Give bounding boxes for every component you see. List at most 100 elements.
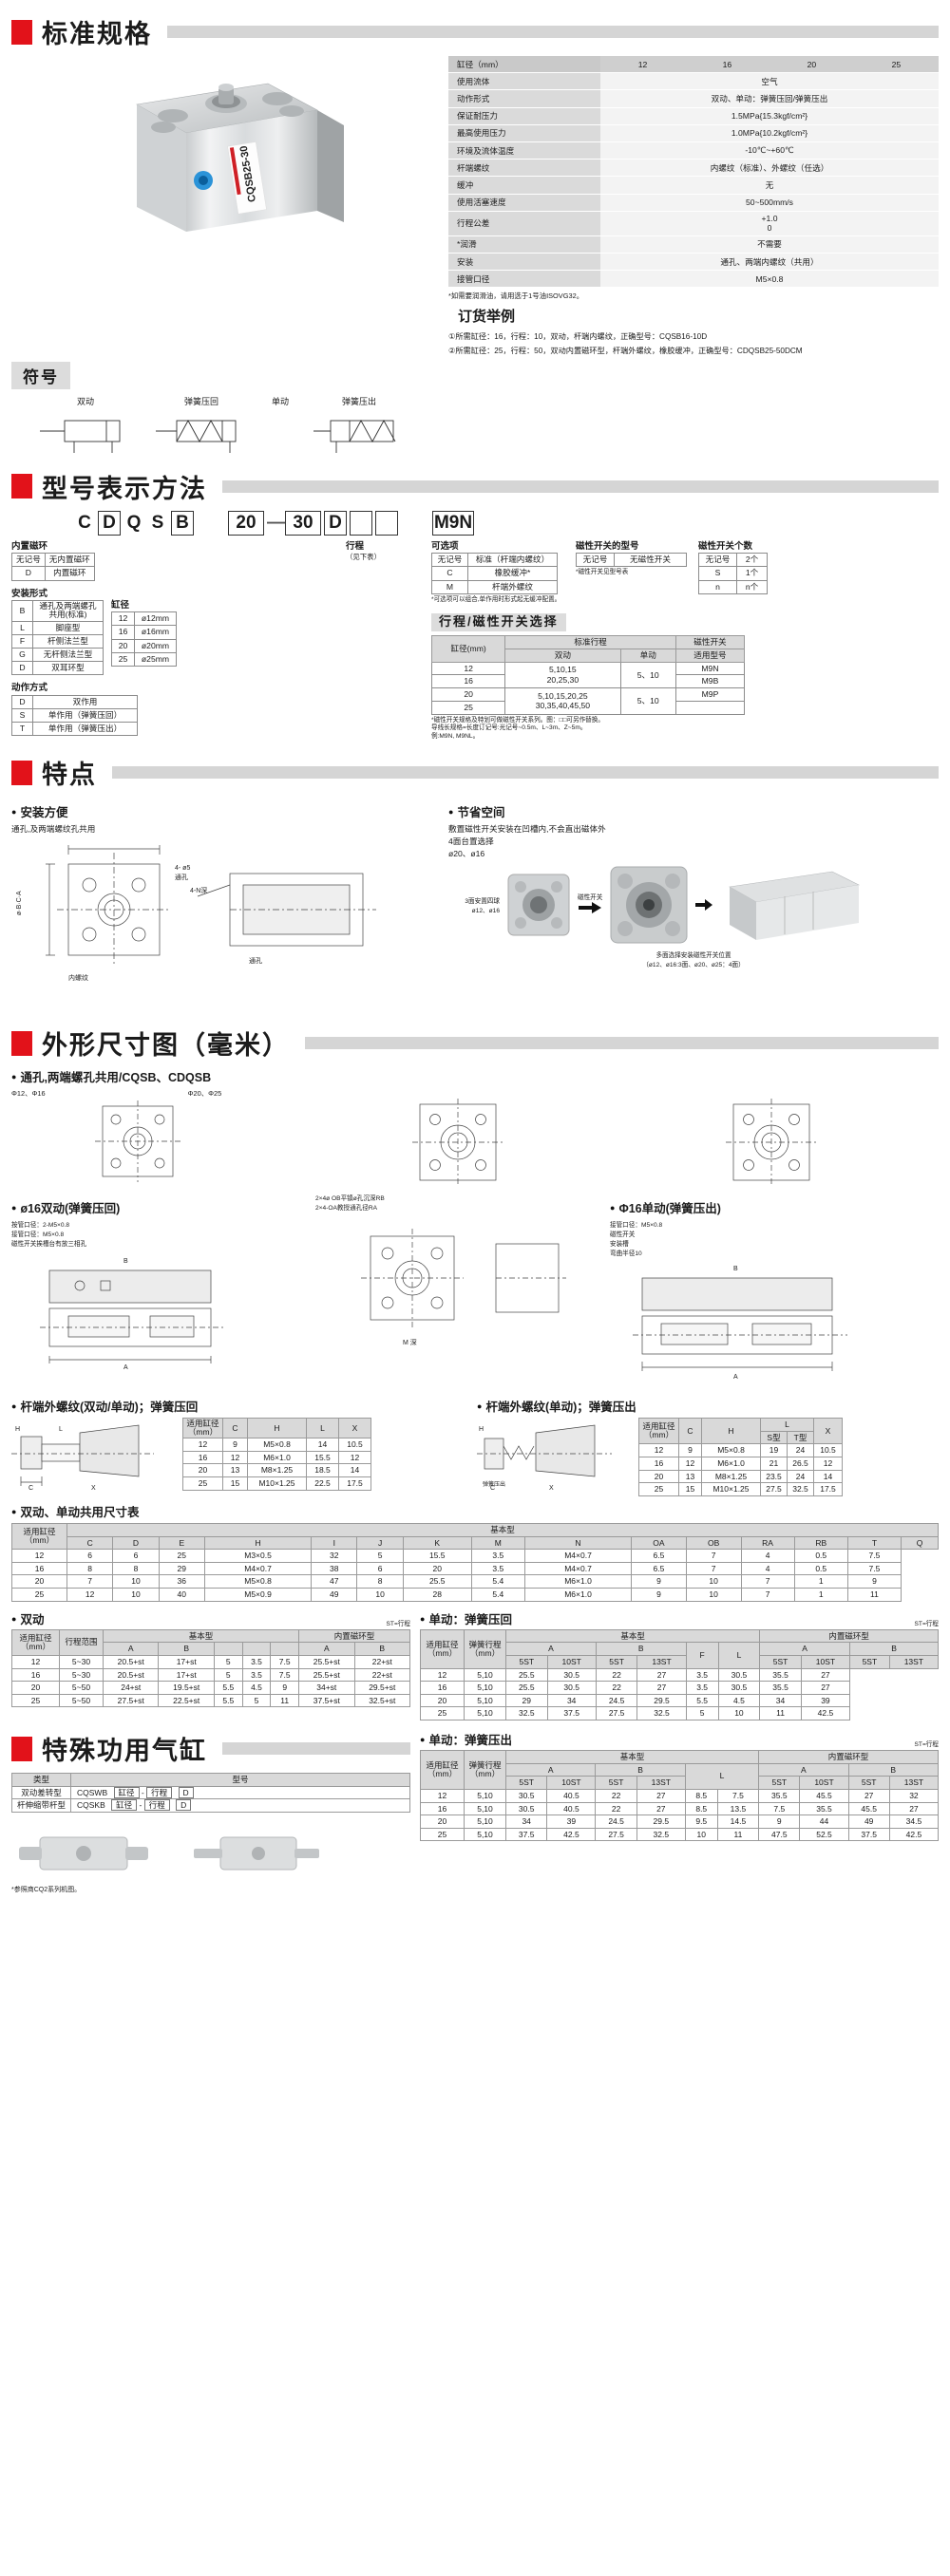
symbols-list: 双动 弹簧压回 xyxy=(11,395,939,455)
panel-b-drawing: A B xyxy=(40,1258,226,1371)
cell: 22 xyxy=(595,1667,638,1683)
cell: 杆侧法兰型 xyxy=(32,633,104,649)
spring-return-title: 单动：弹簧压回 xyxy=(420,1609,512,1627)
cell: S xyxy=(11,707,33,724)
cell: 10 xyxy=(112,1588,160,1602)
panel-c-note-2: 2×4-OA教授通孔径RA xyxy=(315,1205,378,1213)
panel-b-title: ø16双动(弹簧压回) xyxy=(11,1198,306,1216)
cell: 27.5+st xyxy=(102,1693,160,1708)
col-c: C xyxy=(66,1535,114,1551)
spring-return-icon xyxy=(156,419,237,453)
cell: 20 xyxy=(402,1561,472,1576)
cell: M3×0.5 xyxy=(203,1549,313,1563)
cell: 25.5+st xyxy=(298,1654,355,1669)
cell: 12 xyxy=(222,1450,248,1465)
header-rule xyxy=(167,26,939,38)
cylinder-side-photo xyxy=(729,871,861,940)
cell xyxy=(674,700,746,715)
common-table-title: 双动、单动共用尺寸表 xyxy=(11,1502,939,1520)
cell: 20.5+st xyxy=(102,1667,160,1683)
cell: 3.5 xyxy=(241,1667,272,1683)
red-bar-icon xyxy=(11,760,32,785)
spec-label: 杆端螺纹 xyxy=(448,159,600,178)
cell: 30.5 xyxy=(546,1667,597,1683)
cell: 7.5 xyxy=(846,1549,902,1563)
spring-return-table: 适用缸径（mm） 弹簧行程（mm） 基本型 内置磁环型 A B F L A B … xyxy=(420,1628,940,1721)
cell: 49 xyxy=(311,1588,358,1602)
arrow-right-icon xyxy=(579,901,602,913)
cell: 5 xyxy=(356,1549,404,1563)
cell: 橡胶缓冲* xyxy=(467,566,558,581)
cell: 24+st xyxy=(102,1681,160,1695)
cell: 25 xyxy=(638,1482,679,1496)
table-row: 动作形式双动、单动：弹簧压回/弹簧压出 xyxy=(448,89,939,108)
cell: 29.5 xyxy=(636,1814,686,1829)
cell: 45.5 xyxy=(799,1788,849,1803)
feature-mount-col: 安装方便 通孔,及两端螺纹孔共用 xyxy=(11,797,437,1011)
cell: 5,10 xyxy=(464,1827,506,1842)
col-x3 xyxy=(270,1642,300,1656)
col-model: 适用型号 xyxy=(674,648,746,663)
cell: 5 xyxy=(241,1693,272,1708)
col-group-magnet: 内置磁环型 xyxy=(298,1628,410,1644)
spec-value: 不需要 xyxy=(600,235,939,254)
col-bore: 适用缸径（mm） xyxy=(11,1628,60,1656)
cell: 9 xyxy=(222,1438,248,1452)
feature-title-1: 安装方便 xyxy=(11,802,437,820)
table-row: 12 5,10,15 20,25,30 5、10 M9N xyxy=(430,661,746,689)
dim-label: ø·B·C·A xyxy=(16,891,23,915)
cell: 20.5+st xyxy=(102,1654,160,1669)
symbol-label: 双动 xyxy=(76,396,94,406)
cell: 脚座型 xyxy=(32,620,104,635)
panel-b-note-3: 磁性开关挨槽台有放三相孔 xyxy=(11,1241,87,1249)
col-5st-m: 5ST xyxy=(758,1776,801,1790)
table-row: A B L A B xyxy=(421,1762,939,1790)
stroke-note-3: 例:M9N, M9NL。 xyxy=(431,732,480,740)
col-t: T型 xyxy=(787,1430,814,1445)
bore-12: 12 xyxy=(600,56,685,74)
col-bore: 适用缸径（mm） xyxy=(182,1418,223,1438)
col-switch: 磁性开关 xyxy=(674,635,746,649)
cell: 42.5 xyxy=(546,1827,597,1842)
cell: 16 xyxy=(638,1457,679,1471)
cell: 34.5 xyxy=(888,1814,940,1829)
cell: 17+st xyxy=(158,1667,215,1683)
dim-label-deep: 4-N深 xyxy=(190,886,207,894)
label-magnetic-switch: 磁性开关 xyxy=(578,893,603,901)
code-box-action: D xyxy=(324,510,347,536)
cell: 5,10 xyxy=(464,1681,506,1695)
label-spring-extend: 弹簧压出 xyxy=(483,1480,505,1488)
table-row: 缸径(mm) 标准行程 磁性开关 xyxy=(430,635,746,663)
spec-label: 缓冲 xyxy=(448,176,600,195)
col-t: T xyxy=(846,1535,902,1551)
cell: 杆端外螺纹 xyxy=(467,579,558,594)
spec-value: M5×0.8 xyxy=(600,270,939,289)
cell: 17.5 xyxy=(813,1482,843,1496)
panel-d-note-1: 接管口径：M5×0.8 xyxy=(610,1222,663,1230)
stroke-note-2: 导线长规格=长度订记号:光记号~0.5m、L~3m、Z~5m。 xyxy=(431,724,587,732)
special-cylinder-block: 特殊功用气缸 类型 型号 双动差转型 CQSWB 缸径 - 行程 D xyxy=(11,1730,410,1895)
dim-h: H xyxy=(15,1426,20,1433)
cell: M5×0.8 xyxy=(701,1443,761,1458)
dim-x: X xyxy=(549,1485,554,1492)
cell: 双动差转型 xyxy=(11,1785,71,1800)
feature-photos: 3面安置四球 ø12、ø16 磁性开关 xyxy=(448,864,939,946)
special-footnote: *参照商CQ2系列机图。 xyxy=(11,1886,82,1893)
spec-label: 环境及流体温度 xyxy=(448,141,600,160)
col-ob: OB xyxy=(685,1535,742,1551)
model-cell: CQSKB 缸径 - 行程 D xyxy=(70,1798,410,1813)
cell: 12 xyxy=(11,1549,67,1563)
cell: D xyxy=(11,661,33,676)
ordering-example-title: 订货举例 xyxy=(458,309,516,326)
cell: 25 xyxy=(430,700,506,715)
cell: 9 xyxy=(631,1574,687,1589)
cell: 40.5 xyxy=(546,1801,597,1816)
col-x2 xyxy=(241,1642,272,1656)
